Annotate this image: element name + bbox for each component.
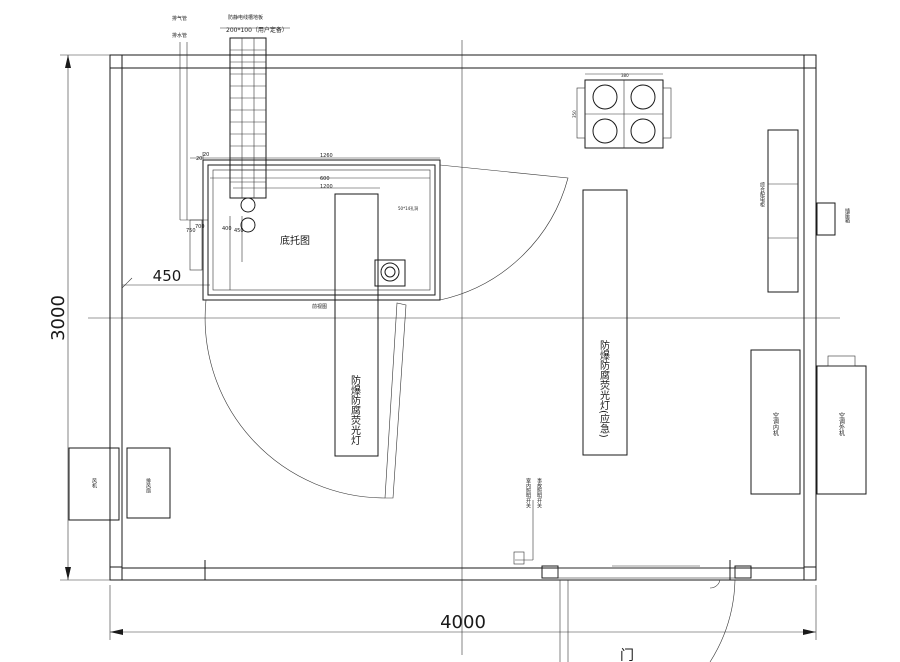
svg-text:排水管: 排水管 [172,32,187,39]
door-swing-arcs [204,164,569,499]
svg-text:450: 450 [234,228,244,234]
fan-box [68,447,120,521]
cable-duct [229,37,267,199]
distribution-rack: 综合配电柜 [759,129,799,293]
room-walls [109,54,817,581]
door-label: 门 [620,648,634,662]
exhaust-fan-box [126,447,171,519]
svg-text:50*14孔洞: 50*14孔洞 [398,205,418,211]
svg-text:450: 450 [153,267,182,285]
svg-text:400: 400 [222,226,232,232]
svg-text:350: 350 [572,110,577,118]
exhaust-fan-label: 排风扇 [145,477,151,494]
width-dimension-label: 4000 [440,612,486,633]
svg-text:防静电线槽地板: 防静电线槽地板 [228,14,263,21]
pipe-lines: 排气管 排水管 防静电线槽地板 200*100（用户定备） [172,14,290,221]
svg-text:200*100（用户定备）: 200*100（用户定备） [226,26,288,34]
lamp-right [582,189,628,456]
svg-text:室内照明开关: 室内照明开关 [525,477,531,509]
fan-unit-block: 380 350 [572,73,672,149]
base-plan-label: 底托图 [280,234,310,247]
dimension-width: 4000 [109,585,817,640]
dimension-450: 450 [121,267,210,289]
svg-text:20: 20 [203,152,209,158]
rack-label: 综合配电柜 [759,181,765,208]
lamp-left-label: 防爆防腐荧光灯 [349,374,361,446]
ac-outdoor-label: 空调外机 [838,411,845,437]
fan-box-label: 风机 [91,478,97,489]
svg-text:排气管: 排气管 [172,15,187,22]
svg-text:700: 700 [195,224,205,230]
ac-indoor-unit [750,349,801,495]
socket-box [816,202,836,236]
svg-text:750: 750 [186,228,196,234]
ac-outdoor-unit [816,355,867,495]
svg-text:20: 20 [196,156,202,162]
svg-text:1200: 1200 [320,184,333,190]
dimension-height: 3000 [48,54,110,581]
lamp-right-label: 防爆防腐荧光灯(应急) [598,339,610,438]
svg-text:事故照明开关: 事故照明开关 [536,477,542,509]
base-tray: 底托图 1260 1200 600 50*14孔洞 20 20 400 450 … [186,152,441,310]
lamp-left [334,193,379,457]
door-assembly: 门 [541,565,752,662]
svg-text:1260: 1260 [320,153,333,159]
socket-label: 插座箱 [844,207,850,224]
height-dimension-label: 3000 [48,295,69,341]
svg-text:600: 600 [320,176,330,182]
ac-indoor-label: 空调内机 [772,411,779,437]
wall-markers [204,560,731,580]
light-switches: 室内照明开关 事故照明开关 [513,477,542,565]
front-view-label: 前视图 [312,303,327,310]
svg-text:380: 380 [621,73,629,78]
